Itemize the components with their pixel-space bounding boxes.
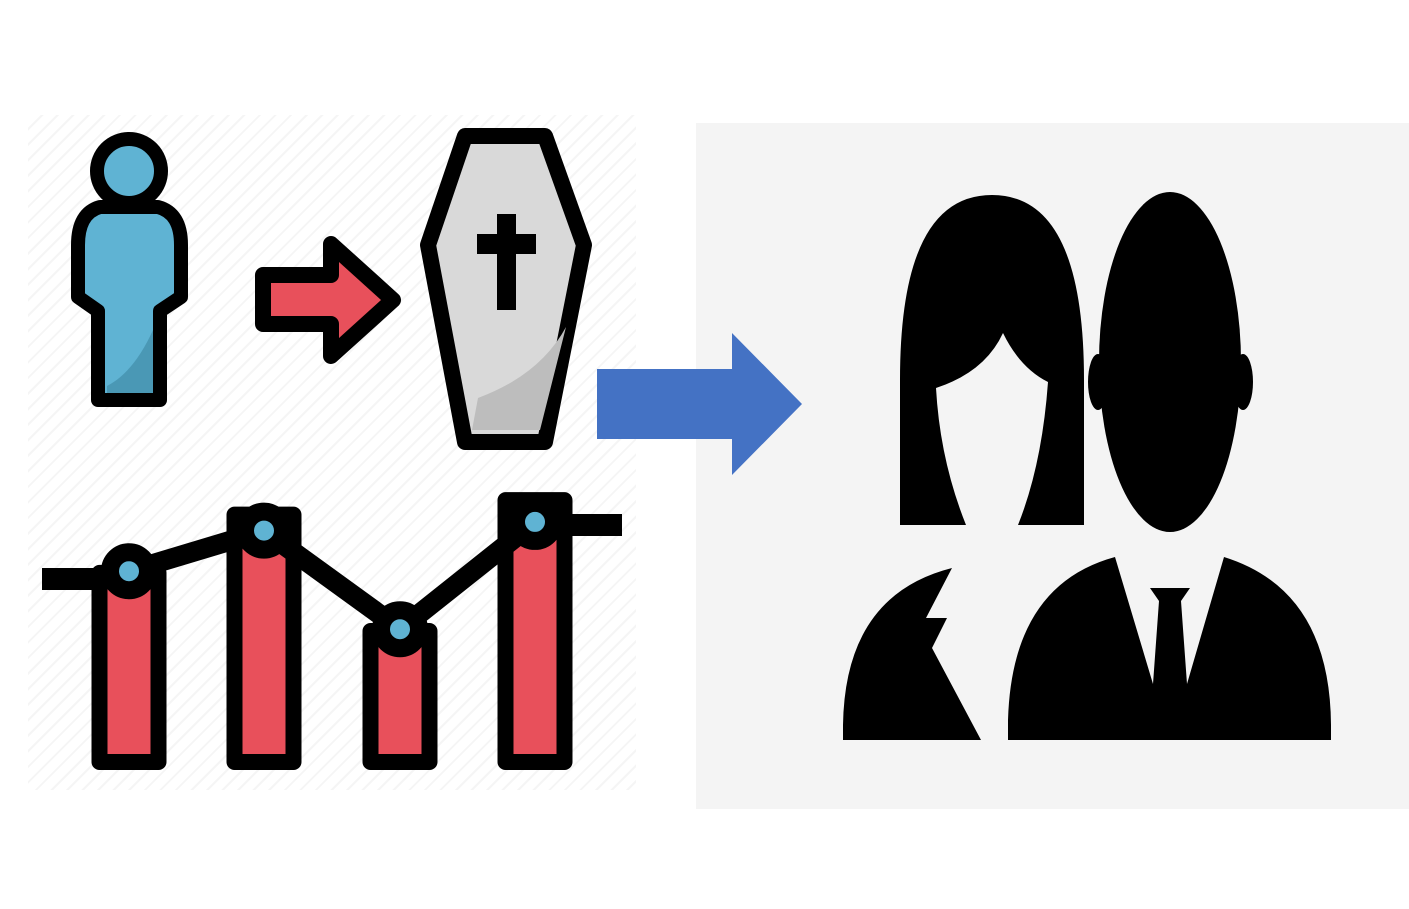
person-icon <box>71 132 188 407</box>
chart-bar <box>91 564 167 770</box>
chart-point <box>236 502 292 559</box>
business-people-icon <box>843 192 1331 740</box>
chart-line-series <box>126 514 542 640</box>
coffin-icon <box>420 128 592 450</box>
small-arrow-right-icon <box>255 236 401 364</box>
woman-silhouette <box>843 195 1084 740</box>
cross-icon <box>477 214 536 310</box>
chart-point <box>507 493 563 550</box>
bar-line-chart-icon <box>42 492 622 771</box>
chart-point <box>101 543 157 600</box>
big-arrow-right-icon <box>597 333 802 475</box>
man-silhouette <box>1008 192 1331 740</box>
chart-point <box>372 601 428 658</box>
